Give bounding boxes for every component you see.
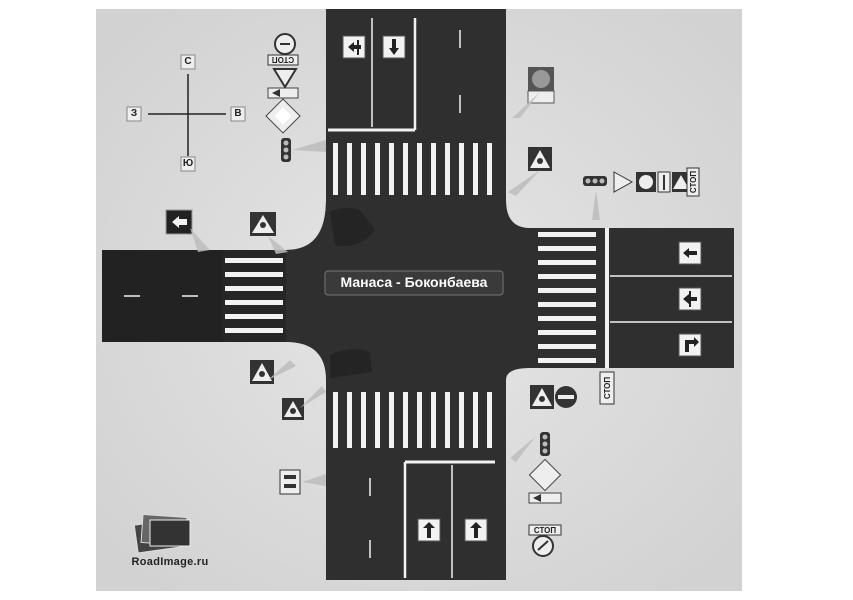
arrow-mark-east-straight-left [678, 287, 702, 311]
stop-label-south: СТОП [528, 524, 562, 536]
corner-nw [286, 200, 326, 250]
round-sign-north [274, 33, 296, 55]
arrow-mark-west-right [165, 209, 193, 235]
crosswalk-west [225, 258, 283, 333]
stop-label-north: СТОП [267, 54, 299, 66]
compass-north-label: С [184, 56, 192, 67]
pedestrian-sign-sw [250, 360, 274, 384]
compass-east-label: В [234, 108, 242, 119]
arrow-mark-north-left [342, 35, 366, 59]
south-road [326, 380, 506, 580]
direction-sign-ne [527, 67, 555, 104]
traffic-light-north [281, 138, 291, 162]
lane-end-sign-sw [279, 469, 301, 495]
svg-text:СТОП: СТОП [272, 55, 294, 64]
lane-markings [124, 18, 732, 578]
svg-text:СТОП: СТОП [689, 171, 698, 193]
east-sign-row [613, 171, 690, 193]
west-road-end [102, 250, 222, 342]
crosswalk-north [333, 143, 492, 195]
arrow-mark-north-straight [382, 35, 406, 59]
arrow-mark-south-straight [464, 518, 488, 542]
lane-arrow-marks [165, 35, 702, 542]
svg-text:СТОП: СТОП [603, 377, 612, 399]
no-entry-sign [555, 386, 577, 408]
roads [102, 9, 734, 580]
road-signs [250, 33, 690, 557]
shadow-nw [330, 207, 375, 246]
callout-pointers [190, 92, 600, 486]
shadow-sw [330, 349, 372, 378]
svg-text:СТОП: СТОП [534, 526, 556, 535]
intersection-title: Манаса - Боконбаева [340, 274, 488, 290]
stop-label-east: СТОП [686, 167, 700, 197]
round-sign-south [532, 535, 554, 557]
priority-sign-south [528, 458, 562, 492]
traffic-light-east [583, 176, 607, 186]
title-box [324, 270, 504, 296]
main-road-plate-north [267, 87, 299, 99]
stop-label-road-east: СТОП [599, 371, 615, 405]
stop-labels: СТОП СТОП СТОП СТОП [267, 54, 700, 536]
yield-sign-north [272, 68, 298, 89]
priority-sign-north [265, 98, 301, 134]
crosswalk-south [333, 392, 492, 448]
watermark-text: RoadImage.ru [131, 556, 209, 568]
pedestrian-sign-nw [250, 212, 276, 236]
compass-west-label: З [130, 108, 138, 119]
arrow-mark-east-left [678, 241, 702, 265]
arrow-mark-south-left [417, 518, 441, 542]
compass [126, 54, 246, 172]
crosswalk-east [538, 232, 596, 363]
main-road-plate-south [528, 492, 562, 504]
compass-south-label: Ю [182, 158, 194, 169]
arrow-mark-east-right [678, 333, 702, 357]
pedestrian-sign-ne [528, 147, 552, 171]
traffic-light-south [540, 432, 550, 456]
watermark-logo [133, 513, 191, 554]
pedestrian-sign-sw2 [282, 398, 304, 420]
pedestrian-sign-se [530, 385, 554, 409]
